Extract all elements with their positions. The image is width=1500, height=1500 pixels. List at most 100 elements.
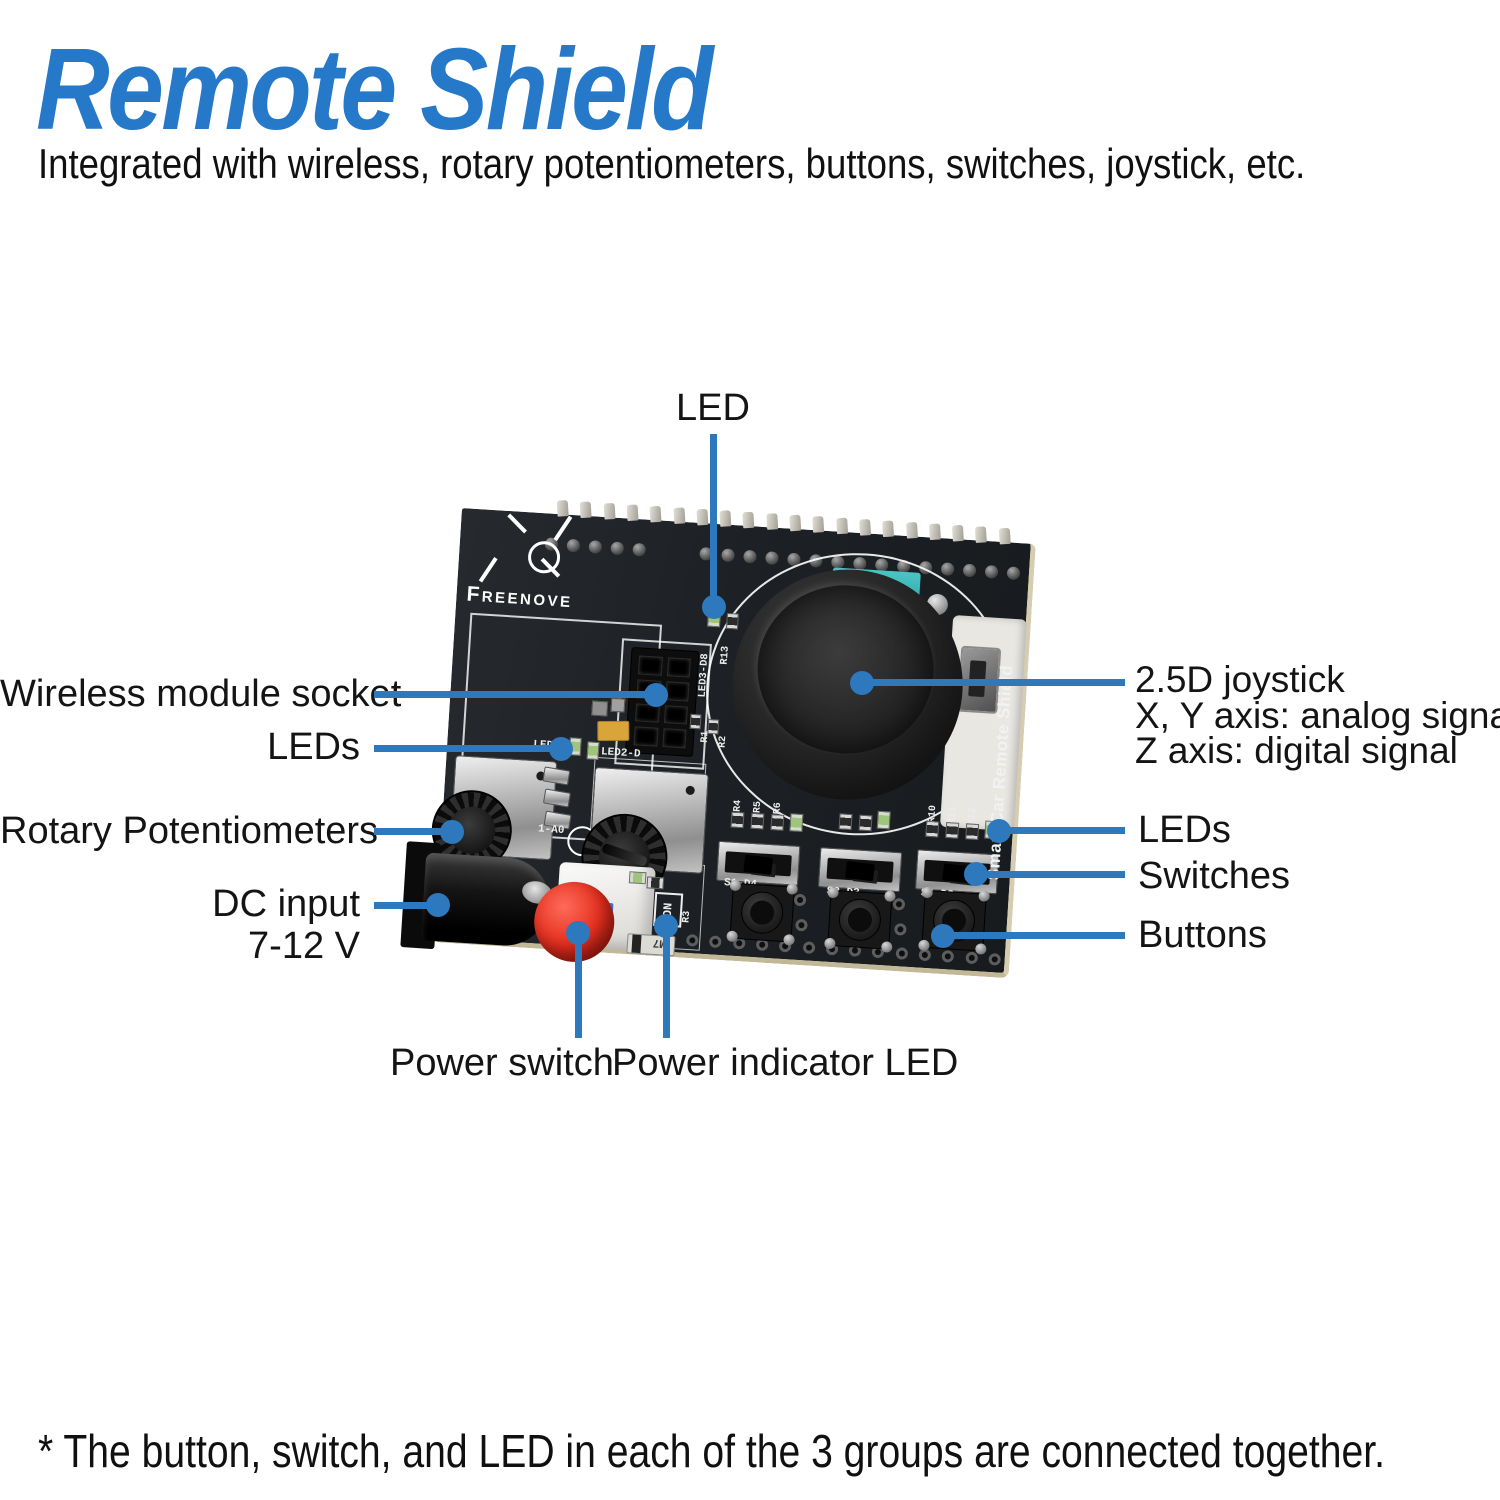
callout-leds-left-dot — [549, 737, 573, 761]
header-pin-tip-icon — [905, 521, 918, 539]
group2-smd — [838, 813, 853, 831]
callout-led-dot — [702, 595, 726, 619]
through-hole — [802, 941, 815, 954]
r12-smd — [965, 823, 980, 841]
callout-dc-input-line1: DC input — [212, 883, 360, 925]
group2-smd — [858, 814, 873, 832]
callout-dc-input-line2: 7-12 V — [248, 924, 360, 967]
callout-led-line — [710, 434, 717, 596]
header-pin — [743, 549, 757, 564]
header-pin — [940, 562, 955, 577]
callout-pots-label: Rotary Potentiometers — [0, 810, 379, 852]
callout-joystick-line — [870, 679, 1125, 686]
silkscreen-r6-label: R6 — [772, 802, 785, 815]
header-pin-tip-icon — [882, 520, 895, 538]
capacitor-yellow — [597, 720, 630, 742]
header-pin-tip-icon — [975, 526, 988, 543]
header-pin-tip-icon — [719, 510, 732, 527]
header-pin-tip-icon — [626, 504, 639, 522]
header-pin — [962, 563, 977, 578]
footnote: * The button, switch, and LED in each of… — [38, 1425, 1385, 1477]
page-subtitle: Integrated with wireless, rotary potenti… — [38, 140, 1306, 187]
callout-pots-line — [374, 828, 444, 835]
group2-led-smd — [876, 810, 891, 830]
header-pin-tip-icon — [928, 523, 941, 541]
r11-smd — [945, 822, 960, 839]
callout-switches-label: Switches — [1138, 855, 1291, 897]
silkscreen-r3-label: R3 — [681, 910, 694, 924]
silkscreen-led2-label: LED2-D — [600, 746, 641, 761]
power-resistor-smd — [646, 876, 665, 890]
callout-switches-line — [983, 871, 1125, 878]
silkscreen-r10-label: R10 — [927, 804, 940, 824]
silkscreen-r5-label: R5 — [752, 800, 765, 814]
header-pin-tip-icon — [742, 511, 755, 529]
header-pin-tip-icon — [812, 516, 825, 533]
header-pin — [610, 541, 625, 556]
header-pin-tip-icon — [765, 513, 778, 530]
callout-wireless-label: Wireless module socket — [0, 673, 402, 715]
through-hole — [709, 935, 722, 949]
header-pin-tip-icon — [649, 505, 662, 523]
r6-smd — [770, 814, 785, 831]
through-hole — [988, 952, 1001, 966]
header-pin-tip-icon — [579, 501, 592, 519]
silkscreen-r12-label: R12 — [967, 807, 980, 827]
header-pin-tip-icon — [603, 502, 616, 520]
led2-smd — [586, 741, 600, 761]
header-pin-tip-icon — [789, 514, 802, 532]
remote-shield-board: Freenove LED3-D8 R13 R1 R2 LED1 LED2-D — [400, 500, 1036, 979]
header-pin-tip-icon — [998, 527, 1011, 545]
header-pin — [721, 548, 735, 563]
callout-leds-right-line — [1006, 827, 1125, 834]
callout-led-label: LED — [676, 387, 750, 429]
silkscreen-r4-label: R4 — [732, 799, 745, 813]
push-button-2 — [824, 886, 896, 953]
header-pin — [588, 540, 603, 554]
callout-joystick-label: 2.5D joystick X, Y axis: analog signal Z… — [1135, 659, 1500, 771]
callout-buttons-label: Buttons — [1138, 914, 1267, 956]
callout-dc-input-label: DC input 7-12 V — [0, 883, 360, 968]
through-hole — [892, 897, 906, 911]
push-button-1 — [726, 879, 799, 946]
through-hole — [795, 918, 808, 932]
header-pin-tip-icon — [835, 517, 848, 535]
r10-smd — [925, 820, 940, 838]
freenove-brand: Freenove — [465, 582, 574, 613]
header-pin-tip-icon — [672, 507, 685, 524]
callout-buttons-line — [950, 932, 1125, 939]
callout-power-indicator-line — [663, 931, 670, 1038]
callout-joystick-line2: X, Y axis: analog signal — [1135, 694, 1500, 736]
callout-dc-line — [374, 902, 431, 909]
callout-power-switch-line — [575, 938, 582, 1038]
through-hole — [894, 922, 907, 936]
through-hole — [941, 950, 955, 963]
silkscreen-r2-label: R2 — [717, 735, 730, 749]
callout-pots-dot — [440, 820, 464, 844]
header-pin — [566, 538, 581, 553]
header-pin — [984, 564, 999, 579]
callout-joystick-line1: 2.5D joystick — [1135, 659, 1345, 700]
capacitor-small — [610, 697, 626, 713]
silkscreen-a0-label: 1-A0 — [537, 823, 565, 838]
header-pin — [765, 551, 779, 565]
callout-power-switch-label: Power switch — [390, 1042, 614, 1084]
r4-smd — [730, 811, 745, 829]
power-indicator-led-smd — [628, 871, 647, 885]
header-pin-tip-icon — [859, 519, 871, 536]
header-pin-tip-icon — [952, 524, 964, 542]
silkscreen-r11-label: R11 — [947, 806, 960, 825]
header-pin — [632, 542, 647, 557]
r5-smd — [750, 812, 765, 830]
r13-smd — [725, 612, 739, 630]
through-hole — [964, 951, 978, 965]
silkscreen-r13-label: R13 — [718, 645, 732, 666]
capacitor-small — [591, 700, 609, 717]
callout-joystick-line3: Z axis: digital signal — [1135, 730, 1458, 771]
callout-leds-left-label: LEDs — [267, 726, 360, 768]
header-pin-tip-icon — [696, 508, 709, 526]
callout-leds-left-line — [374, 745, 552, 752]
push-button-3 — [918, 886, 990, 955]
callout-leds-right-label: LEDs — [1138, 809, 1231, 851]
group1-led-smd — [789, 813, 804, 833]
